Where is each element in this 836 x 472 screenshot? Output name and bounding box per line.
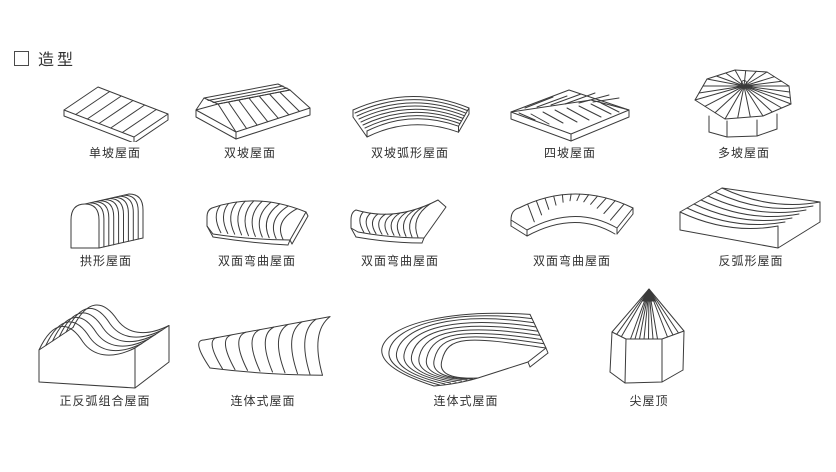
double-curved-roof-1-illustration [206,200,309,246]
figure-label: 正反弧组合屋面 [59,394,151,408]
figure-double-slope-arc-roof: 双坡弧形屋面 [345,86,475,161]
figure-label: 拱形屋面 [79,254,132,268]
figure-label: 双面弯曲屋面 [532,254,611,268]
figure-label: 连体式屋面 [230,394,296,408]
figure-arched-roof: 拱形屋面 [67,192,145,269]
figure-label: 双坡屋面 [223,146,276,160]
figure-multi-slope-roof: 多坡屋面 [693,66,795,161]
figure-pointed-roof: 尖屋顶 [606,286,692,409]
combined-arc-roof-illustration [38,304,170,389]
section-title: 造型 [14,46,76,70]
figure-label: 连体式屋面 [433,394,499,408]
figure-label: 双坡弧形屋面 [370,146,449,160]
double-curved-roof-2-illustration [350,199,447,244]
double-slope-arc-roof-illustration [352,96,470,138]
figure-label: 双面弯曲屋面 [360,254,439,268]
figure-combined-arc-roof: 正反弧组合屋面 [35,298,175,409]
figure-double-curved-roof-1: 双面弯曲屋面 [202,190,312,269]
reverse-arc-roof-illustration [679,187,821,249]
multi-slope-roof-illustration [694,69,792,138]
figure-double-curved-roof-3: 双面弯曲屋面 [505,188,639,269]
figure-double-slope-roof: 双坡屋面 [188,80,312,161]
figure-label: 尖屋顶 [629,394,669,408]
figure-single-slope-roof: 单坡屋面 [58,84,172,161]
pointed-roof-illustration [609,288,685,384]
figure-double-curved-roof-2: 双面弯曲屋面 [346,194,454,269]
section-title-text: 造型 [38,52,77,69]
figure-label: 双面弯曲屋面 [217,254,296,268]
connected-roof-1-illustration [198,316,331,376]
double-slope-roof-illustration [195,83,311,140]
figure-connected-roof-1: 连体式屋面 [188,306,338,409]
figure-label: 单坡屋面 [88,146,141,160]
connected-roof-2-illustration [381,312,549,387]
four-slope-roof-illustration [510,89,630,142]
figure-reverse-arc-roof: 反弧形屋面 [678,184,824,269]
arched-roof-illustration [70,193,144,249]
figure-label: 四坡屋面 [543,146,596,160]
square-bullet-icon [14,50,29,66]
figure-four-slope-roof: 四坡屋面 [505,82,635,161]
figure-label: 多坡屋面 [717,146,770,160]
single-slope-roof-illustration [63,86,169,142]
double-curved-roof-3-illustration [510,193,634,237]
figure-label: 反弧形屋面 [718,254,784,268]
figure-connected-roof-2: 连体式屋面 [378,308,554,409]
